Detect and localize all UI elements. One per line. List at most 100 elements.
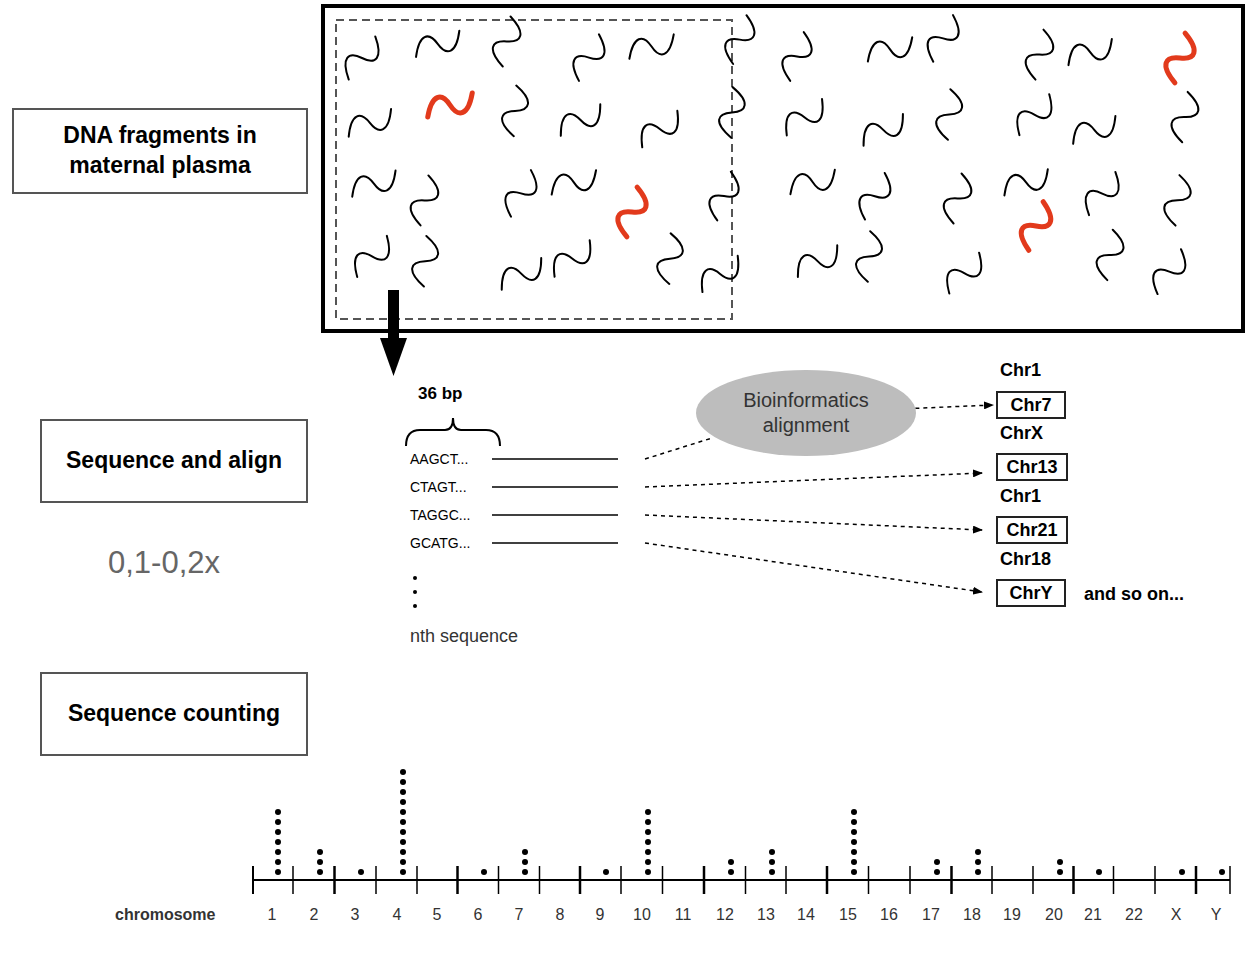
read-dot [975,869,981,875]
mapping-arrow [915,405,993,408]
maternal-fragment [931,89,966,141]
read-dot [275,819,281,825]
axis-title: chromosome [115,906,215,924]
maternal-fragment [1166,91,1204,143]
read-dot [400,839,406,845]
brace [406,418,500,446]
chromosome-box: Chr7 [996,391,1066,419]
read-dot [275,869,281,875]
ellipse-shape [696,370,916,456]
axis-tick [1229,866,1231,894]
axis-tick [826,866,829,894]
axis-tick-label: 1 [268,906,277,924]
read-dot [1057,859,1063,865]
read-dot [975,859,981,865]
chromosome-axis [253,769,1230,894]
maternal-fragment [344,107,395,138]
maternal-fragment [405,175,444,227]
read-sequence: nth sequence [410,626,518,647]
node-text: Bioinformatics alignment [718,388,894,438]
step-box: Sequence counting [40,672,308,756]
note: and so on... [1084,584,1184,605]
axis-tick-label: 20 [1045,906,1063,924]
axis-tick-label: 15 [839,906,857,924]
read-dot [1096,869,1102,875]
dimension-label: 36 bp [418,384,462,404]
read-dot [275,859,281,865]
read-dot [400,859,406,865]
fetal-fragment [425,91,476,118]
maternal-fragment [566,33,612,82]
axis-tick-label: 18 [963,906,981,924]
maternal-fragment [348,169,399,198]
node-text: ChrY [1009,583,1052,604]
axis-tick [950,866,953,894]
node-text: Chr13 [1006,457,1057,478]
read-dot [645,849,651,855]
read-dot [275,829,281,835]
chromosome-label: Chr1 [1000,486,1041,507]
maternal-fragment [1091,229,1129,281]
axis-tick [620,866,622,894]
node-text: Sequence and align [66,446,282,476]
maternal-fragment [852,172,898,221]
axis-tick [292,866,294,894]
axis-tick [416,866,418,894]
maternal-fragment [1145,248,1193,295]
maternal-fragment [1078,171,1127,217]
read-dot [522,859,528,865]
read-dot [934,859,940,865]
axis-tick [1032,866,1034,894]
axis-tick-label: 22 [1125,906,1143,924]
read-dot [275,839,281,845]
chromosome-label: Chr1 [1000,360,1041,381]
read-dot [851,819,857,825]
maternal-fragment [549,169,600,197]
axis-tick [785,866,787,894]
chromosome-box: Chr13 [996,453,1068,481]
axis-tick [1072,866,1075,894]
chromosome-label: Chr18 [1000,549,1051,570]
axis-tick-label: 6 [474,906,483,924]
axis-tick [745,866,747,894]
read-dot [275,809,281,815]
axis-tick-label: Y [1211,906,1222,924]
fetal-fragment [1160,32,1201,83]
plasma-frame [323,6,1243,331]
axis-tick [333,866,336,894]
read-dot [317,859,323,865]
maternal-fragment [865,36,916,64]
read-dot [728,869,734,875]
maternal-fragment [792,244,844,279]
read-dot [645,829,651,835]
read-dot [851,869,857,875]
maternal-fragment [1065,37,1116,66]
maternal-fragment [851,231,886,283]
maternal-fragment [487,16,526,68]
read-sequence: CTAGT... [410,479,467,495]
read-sequence: GCATG... [410,535,470,551]
read-dot [1219,869,1225,875]
read-dot [400,819,406,825]
maternal-fragment [498,169,544,218]
axis-tick [375,866,377,894]
maternal-fragment [626,33,677,61]
read-dot [603,869,609,875]
axis-tick-label: 11 [675,906,692,924]
maternal-fragment [337,35,386,81]
mapping-arrows [645,438,982,592]
maternal-fragment [546,239,597,278]
axis-tick-label: 5 [433,906,442,924]
read-dot [851,839,857,845]
read-dot [1179,869,1185,875]
maternal-fragment [857,112,909,147]
maternal-fragment [938,173,977,225]
node-text: Sequence counting [68,699,280,729]
read-sequence: TAGGC... [410,507,470,523]
read-dot [851,859,857,865]
maternal-fragment [634,109,685,148]
axis-tick-label: 9 [596,906,605,924]
axis-tick [909,866,911,894]
node-text: Chr21 [1006,520,1057,541]
axis-tick-label: 2 [310,906,319,924]
